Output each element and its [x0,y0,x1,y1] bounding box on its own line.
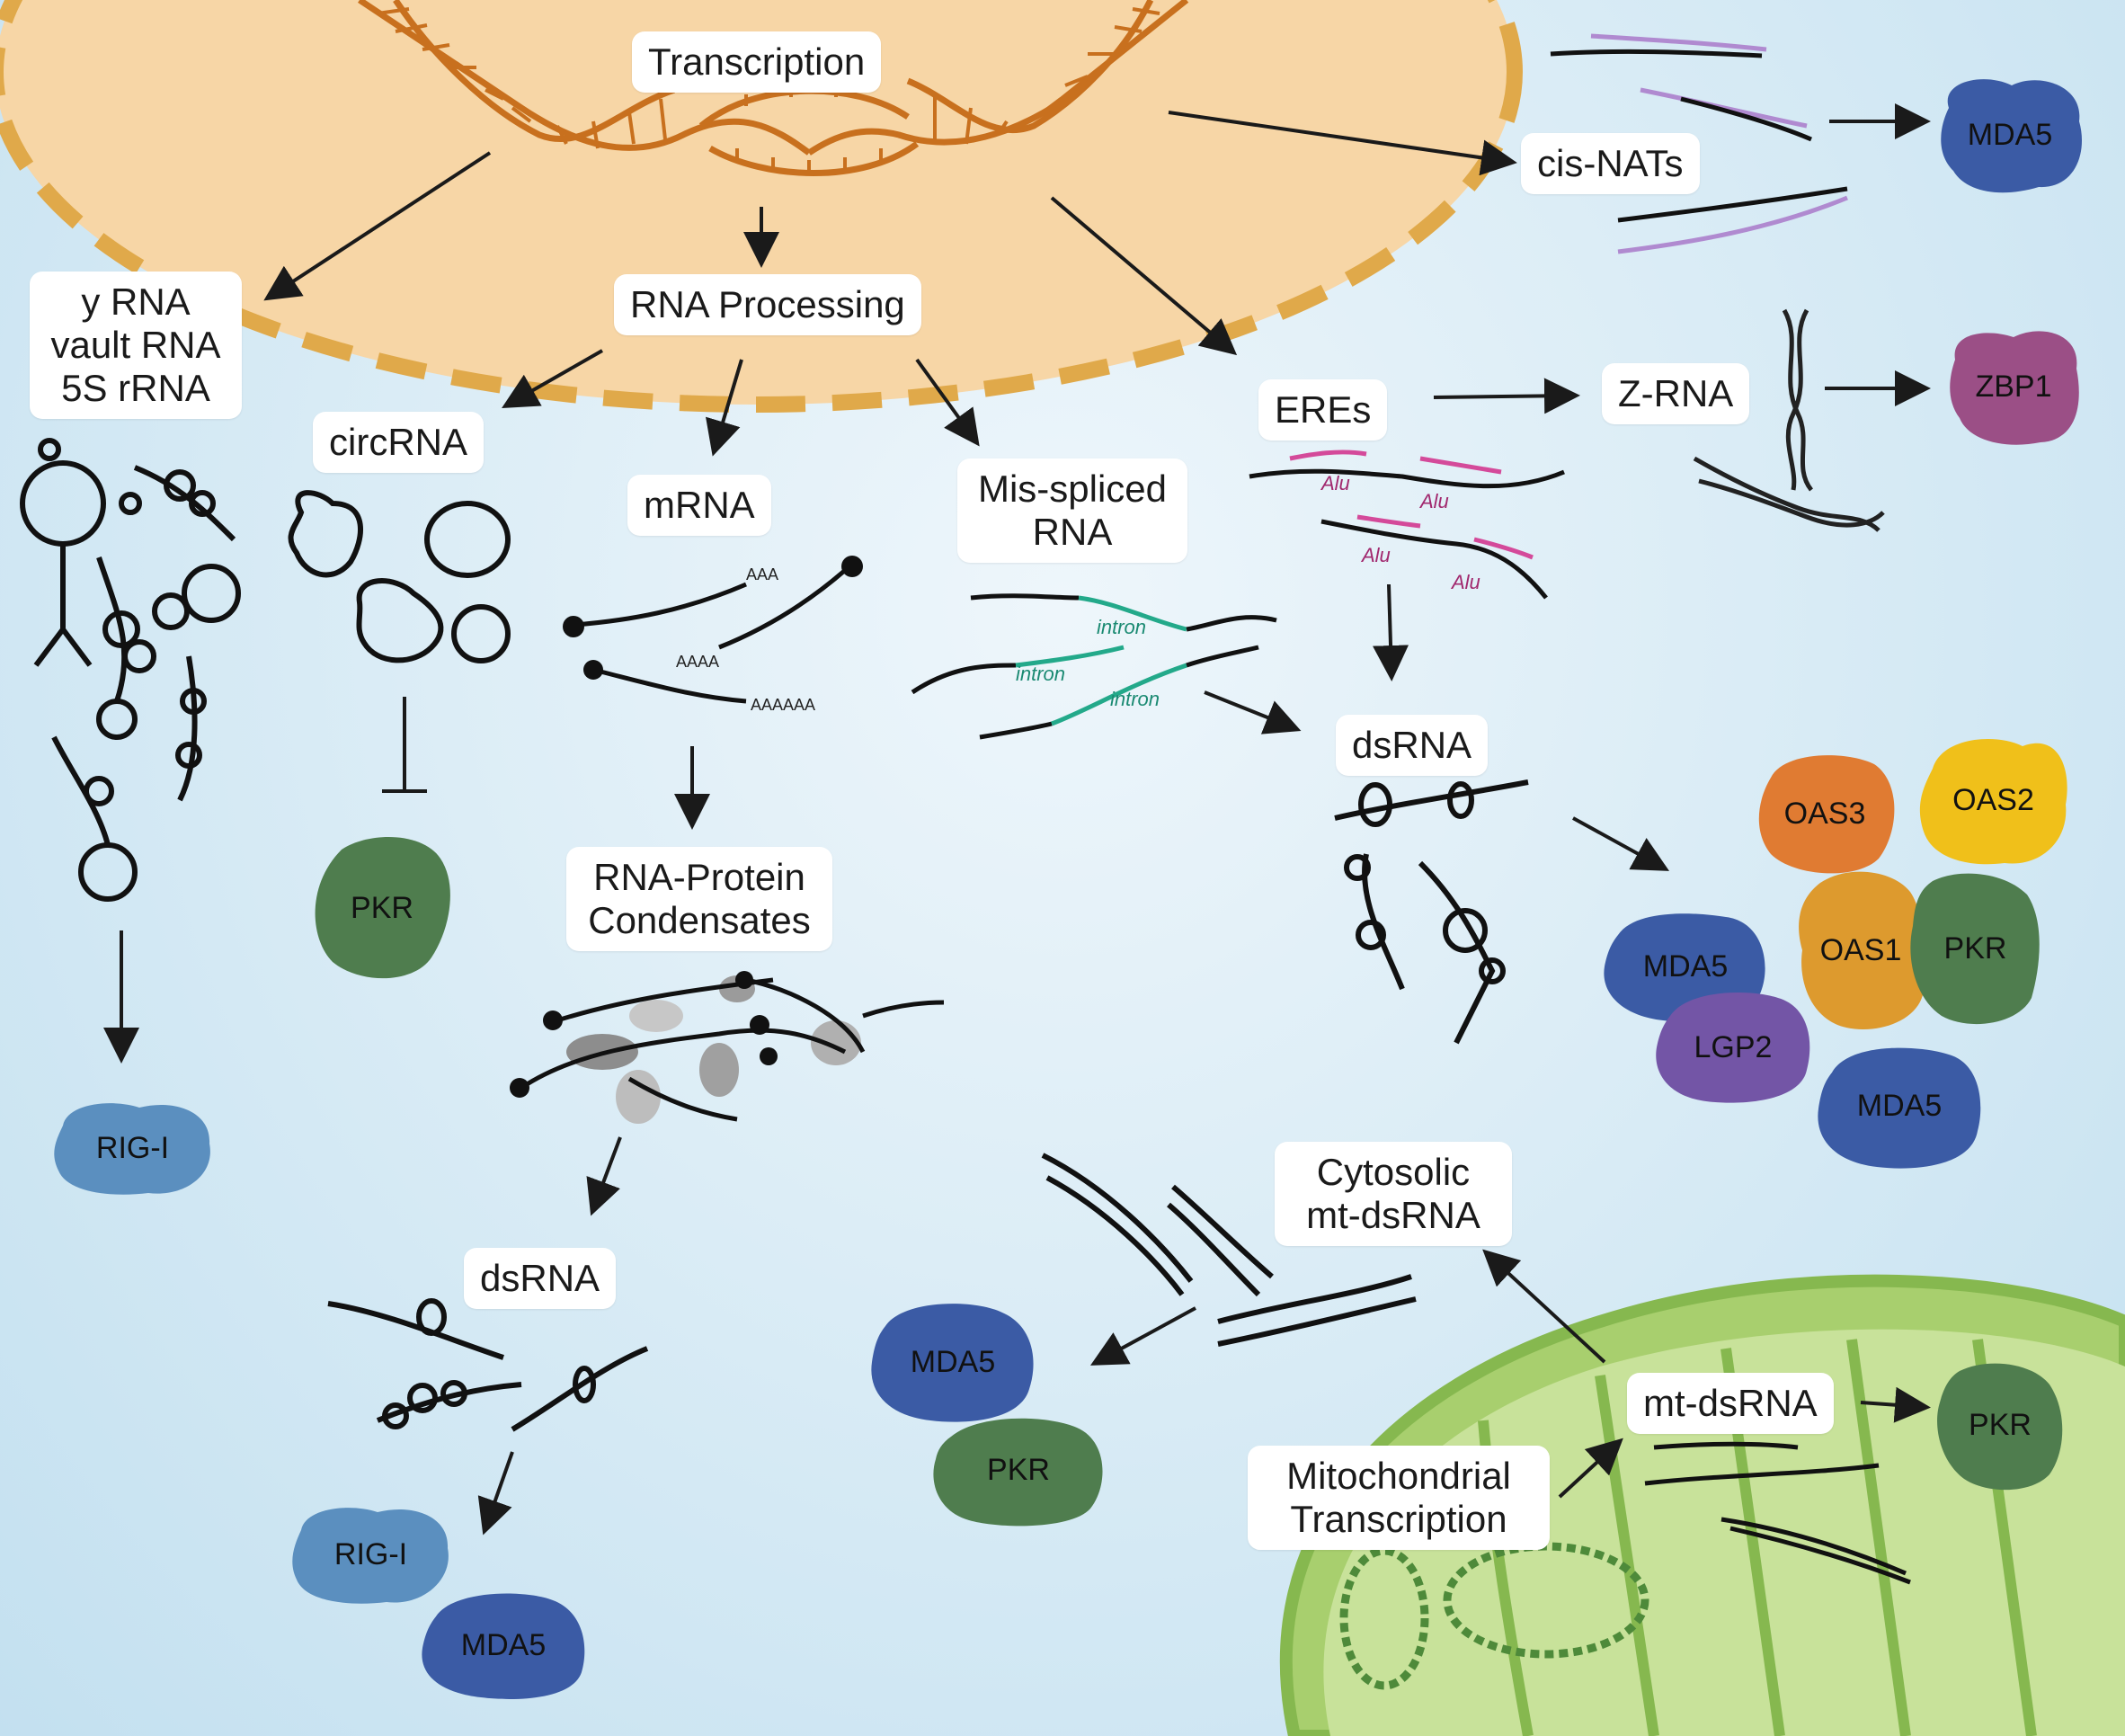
protein-label: RIG-I [95,1130,170,1165]
eres-text: EREs [1275,388,1372,431]
protein-label: MDA5 [460,1628,547,1662]
protein-label: MDA5 [1856,1089,1943,1123]
cytosolic-mtdsrna-strands [1041,1153,1417,1347]
misspliced-strands [911,593,1277,740]
yrna-structures [20,438,241,902]
protein-lgp2: LGP2 [1652,989,1814,1106]
mrna-label: mRNA [627,475,771,536]
cis-nats-text: cis-NATs [1537,142,1684,184]
alu-label-2: Alu [1418,490,1449,512]
z-rna-label: Z-RNA [1602,363,1750,424]
yrna-text-3: 5S rRNA [61,367,210,409]
intron-label-2: intron [1016,663,1065,685]
alu-label-3: Alu [1360,544,1391,566]
dsrna-left-structures [327,1298,649,1432]
rna-processing-label: RNA Processing [614,274,921,335]
mito-dsrna-strands [1644,1441,1911,1585]
alu-label-4: Alu [1450,571,1480,593]
protein-pkr-mito: PKR [1933,1358,2067,1492]
protein-label: PKR [987,1453,1050,1487]
polya-label-3: AAAAAA [751,696,815,714]
circrna-loops [288,490,511,663]
inhibition-line [382,697,427,793]
dsrna-right-label: dsRNA [1336,715,1489,776]
yrna-text-1: y RNA [81,280,191,323]
protein-pkr-circrna: PKR [306,832,458,984]
protein-label: PKR [351,890,413,925]
yrna-label: y RNA vault RNA 5S rRNA [30,272,242,419]
protein-rig-i-left: RIG-I [288,1503,454,1607]
condensates-text-2: Condensates [588,899,811,941]
condensates-text-1: RNA-Protein [593,856,805,898]
z-rna-helix [1693,308,1885,532]
protein-label: OAS3 [1783,796,1866,831]
protein-rig-i-yrna: RIG-I [49,1099,216,1197]
transcription-label: Transcription [632,31,882,93]
mrna-caps [563,556,863,680]
mrna-strands [574,565,851,704]
mito-text-2: Transcription [1290,1498,1507,1540]
protein-oas2: OAS2 [1915,733,2072,868]
protein-label: MDA5 [910,1344,996,1379]
protein-mda5-cluster-2: MDA5 [1814,1041,1985,1171]
protein-label: PKR [1943,930,2007,966]
alu-label-1: Alu [1320,472,1350,494]
misspliced-text-1: Mis-spliced [977,467,1168,510]
cis-nat-strands [1550,33,1848,254]
ere-strands [1249,450,1565,600]
protein-label: LGP2 [1694,1029,1773,1064]
pathway-arrows [103,103,1931,1536]
intron-label-3: intron [1110,688,1160,710]
z-rna-text: Z-RNA [1618,372,1734,414]
protein-mda5-cytosol: MDA5 [867,1299,1038,1425]
dsrna-right-text: dsRNA [1352,724,1472,766]
misspliced-text-2: RNA [1032,511,1113,553]
protein-oas3: OAS3 [1748,751,1901,877]
protein-label: ZBP1 [1975,369,2052,404]
protein-pkr-cytosol: PKR [929,1414,1108,1527]
mtdsrna-label: mt-dsRNA [1627,1373,1834,1434]
cytosolic-text-1: Cytosolic [1316,1151,1471,1193]
protein-mda5-left: MDA5 [418,1589,589,1702]
protein-label: MDA5 [1967,117,2053,152]
nucleus [0,0,1523,413]
mito-text-1: Mitochondrial [1286,1455,1511,1497]
mito-transcription-label: Mitochondrial Transcription [1248,1446,1550,1550]
protein-label: PKR [1969,1407,2032,1442]
dsrna-left-text: dsRNA [480,1257,600,1299]
protein-label: MDA5 [1642,948,1729,984]
intron-label-1: intron [1097,616,1146,638]
mrna-text: mRNA [644,484,755,526]
condensates-label: RNA-Protein Condensates [566,847,832,951]
protein-oas1: OAS1 [1793,865,1928,1036]
condensate-caps [510,971,778,1098]
protein-pkr-cluster: PKR [1906,868,2045,1029]
misspliced-label: Mis-spliced RNA [957,458,1187,563]
transcription-text: Transcription [648,40,866,83]
cytosolic-mtdsrna-label: Cytosolic mt-dsRNA [1275,1142,1512,1246]
polya-label-1: AAA [746,565,778,583]
circrna-text: circRNA [329,421,467,463]
dsrna-left-label: dsRNA [464,1248,617,1309]
protein-zbp1: ZBP1 [1942,324,2085,450]
protein-label: OAS1 [1819,932,1902,967]
rna-processing-text: RNA Processing [630,283,905,325]
mtdsrna-text: mt-dsRNA [1643,1382,1818,1424]
polya-label-2: AAAA [676,653,719,671]
protein-mda5-cisnat: MDA5 [1931,72,2089,198]
yrna-text-2: vault RNA [50,324,221,366]
dsrna-right-structures [1334,779,1529,1045]
eres-label: EREs [1258,379,1388,441]
protein-label: RIG-I [333,1537,408,1571]
protein-label: OAS2 [1952,782,2034,817]
cytosolic-text-2: mt-dsRNA [1306,1194,1480,1236]
cis-nats-label: cis-NATs [1521,133,1700,194]
circrna-label: circRNA [313,412,484,473]
